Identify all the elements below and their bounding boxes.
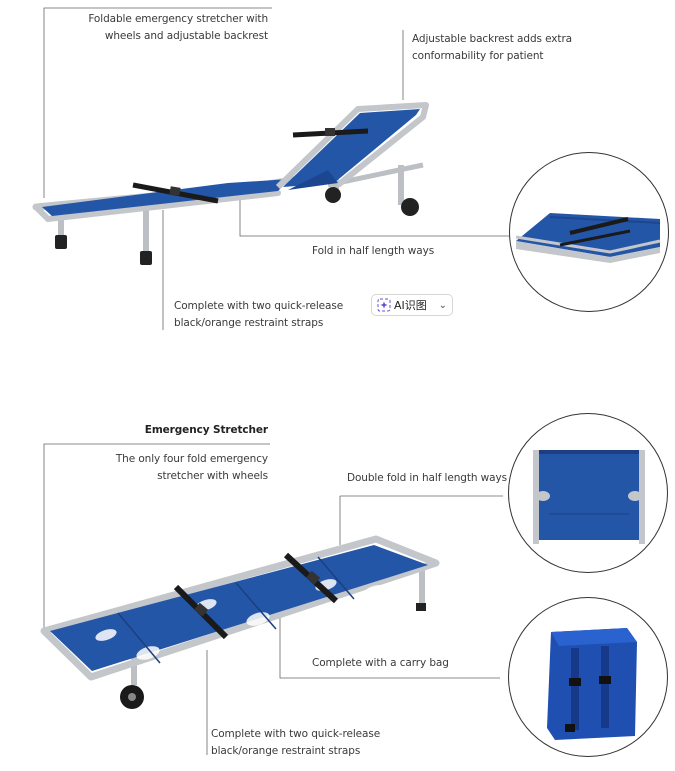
stretcher-backrest-photo	[32, 102, 429, 265]
caption-foldable: Foldable emergency stretcher with wheels…	[88, 13, 268, 42]
leader-line-bag	[279, 618, 500, 679]
emergency-stretcher-photo	[40, 535, 440, 709]
caption-carry-bag: Complete with a carry bag	[312, 657, 449, 669]
leader-line-fold	[239, 196, 510, 237]
folded-stretcher-photo	[515, 213, 661, 263]
carry-bag-photo	[547, 628, 637, 740]
caption-straps-2: Complete with two quick-release black/or…	[211, 728, 381, 757]
leader-line-four-fold	[43, 443, 270, 628]
caption-double-fold: Double fold in half length ways	[347, 472, 507, 484]
carry-bag-circle	[508, 597, 668, 757]
caption-straps-1: Complete with two quick-release black/or…	[174, 300, 344, 329]
section2-title: Emergency Stretcher	[144, 424, 268, 436]
ai-image-recognition-button[interactable]: AI识图 ⌄	[371, 294, 453, 316]
folded-stretcher-circle	[509, 152, 669, 312]
sparkle-icon	[377, 298, 391, 312]
double-folded-circle	[508, 413, 668, 573]
double-folded-photo	[533, 450, 645, 544]
caption-fold-half: Fold in half length ways	[312, 245, 435, 257]
chevron-down-icon: ⌄	[438, 299, 447, 311]
leader-line-foldable	[43, 7, 272, 198]
ai-button-label: AI识图	[394, 299, 427, 312]
caption-backrest: Adjustable backrest adds extra conformab…	[412, 33, 572, 62]
caption-four-fold: The only four fold emergency stretcher w…	[115, 453, 268, 482]
